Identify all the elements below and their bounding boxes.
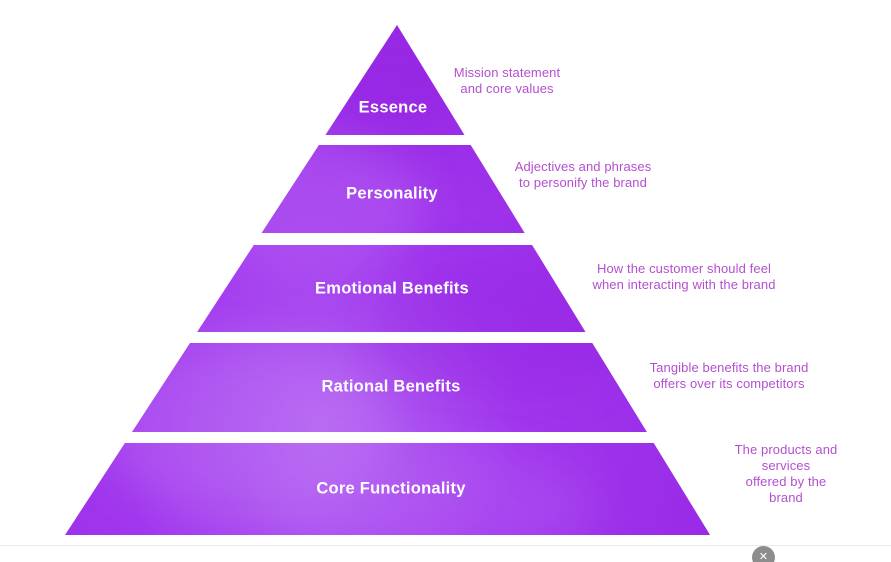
pyramid-texture bbox=[95, 40, 630, 535]
tier-description-essence: Mission statement and core values bbox=[453, 65, 561, 96]
tier-label-core-functionality: Core Functionality bbox=[316, 479, 466, 498]
tier-description-personality: Adjectives and phrases to personify the … bbox=[514, 159, 652, 190]
tier-description-rational-benefits: Tangible benefits the brand offers over … bbox=[649, 360, 809, 391]
tier-label-emotional-benefits: Emotional Benefits bbox=[315, 279, 469, 298]
tier-label-personality: Personality bbox=[346, 184, 438, 203]
tier-description-emotional-benefits: How the customer should feel when intera… bbox=[592, 261, 776, 292]
bottom-divider bbox=[0, 545, 891, 546]
close-icon: ✕ bbox=[758, 551, 769, 562]
tier-label-essence: Essence bbox=[358, 98, 428, 117]
close-button[interactable]: ✕ bbox=[752, 546, 775, 562]
tier-description-core-functionality: The products and services offered by the… bbox=[734, 442, 838, 505]
tier-label-rational-benefits: Rational Benefits bbox=[321, 377, 461, 396]
